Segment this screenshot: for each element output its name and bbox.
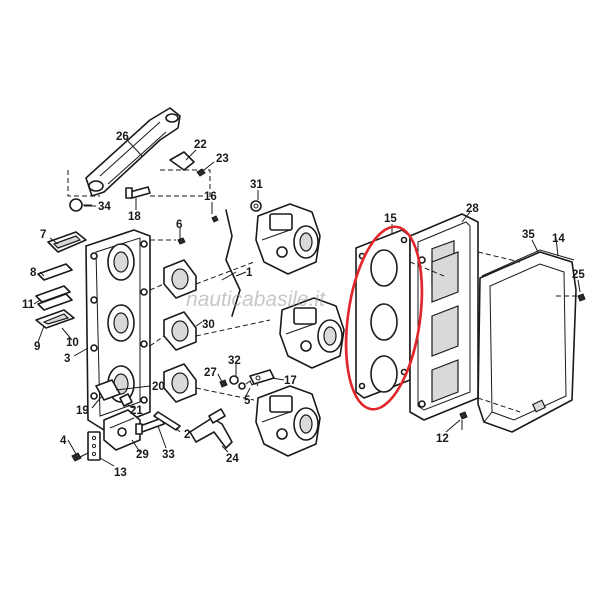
callout-11: 11	[22, 299, 35, 311]
part-21-screw	[119, 393, 133, 407]
part-35-gasket	[481, 249, 575, 277]
leader-lines	[33, 140, 581, 467]
part-29-bracket	[103, 409, 141, 451]
part-8-plate	[37, 263, 73, 281]
callout-7: 7	[40, 229, 46, 241]
callout-28: 28	[466, 203, 479, 215]
callout-8: 8	[30, 267, 37, 279]
part-1-linkage	[221, 209, 241, 317]
callout-26: 26	[116, 131, 129, 143]
part-2-bolt	[153, 411, 181, 431]
part-28-arrestor-base	[409, 213, 479, 421]
callout-12: 12	[436, 433, 449, 445]
part-34-ball	[69, 198, 92, 212]
callout-31: 31	[250, 179, 263, 191]
part-6-screw	[177, 232, 186, 245]
callout-21: 21	[130, 405, 143, 417]
callout-20: 20	[152, 381, 165, 393]
callout-6: 6	[176, 219, 182, 231]
callout-25: 25	[572, 269, 585, 281]
carburetor-middle	[279, 297, 345, 369]
part-4-screw	[71, 452, 89, 462]
part-7-reed-block	[47, 231, 87, 253]
watermark-text: nauticabasile.it	[186, 288, 326, 311]
highlight-ellipse-part-15	[344, 225, 424, 411]
callout-24: 24	[226, 453, 239, 465]
part-9-plate	[35, 309, 75, 329]
callout-4: 4	[60, 435, 67, 447]
part-14-cover	[477, 251, 577, 433]
callout-30: 30	[202, 319, 215, 331]
callout-5: 5	[244, 395, 251, 407]
carburetor-top	[255, 203, 321, 275]
callout-33: 33	[162, 449, 175, 461]
part-11-plate	[35, 285, 73, 311]
part-17-link	[249, 369, 275, 385]
callout-3: 3	[64, 353, 70, 365]
callout-29: 29	[136, 449, 149, 461]
part-3-manifold	[85, 229, 151, 431]
callout-22: 22	[194, 139, 207, 151]
callout-10: 10	[66, 337, 79, 349]
part-22-clip	[169, 151, 195, 171]
callout-35: 35	[522, 229, 535, 241]
callout-32: 32	[228, 355, 241, 367]
part-30-gaskets	[163, 259, 197, 403]
callout-18: 18	[128, 211, 141, 223]
callout-13: 13	[114, 467, 127, 479]
part-26-bracket	[85, 107, 181, 197]
carburetor-bottom	[255, 385, 321, 457]
callout-16: 16	[204, 191, 217, 203]
callout-17: 17	[284, 375, 297, 387]
callout-27: 27	[204, 367, 217, 379]
callout-34: 34	[98, 201, 111, 213]
callout-9: 9	[34, 341, 40, 353]
callout-19: 19	[76, 405, 89, 417]
part-12-bolt	[459, 411, 468, 430]
callout-23: 23	[216, 153, 229, 165]
part-33-bolt	[135, 417, 165, 435]
callout-15: 15	[384, 213, 397, 225]
part-24-hose	[189, 408, 233, 449]
callout-1: 1	[246, 267, 253, 279]
part-31-nut	[250, 200, 262, 212]
part-32-washer	[229, 375, 246, 390]
callout-14: 14	[552, 233, 565, 245]
part-16-screw	[211, 215, 219, 223]
part-25-screw	[577, 293, 586, 302]
callout-labels: 26 22 23 31 16 34 18 6 7 8 11 10 9 3 19 …	[22, 131, 585, 479]
part-20-gasket	[95, 379, 121, 401]
part-18-screw	[125, 186, 151, 199]
callout-2: 2	[184, 429, 190, 441]
part-13-plate	[87, 431, 101, 461]
